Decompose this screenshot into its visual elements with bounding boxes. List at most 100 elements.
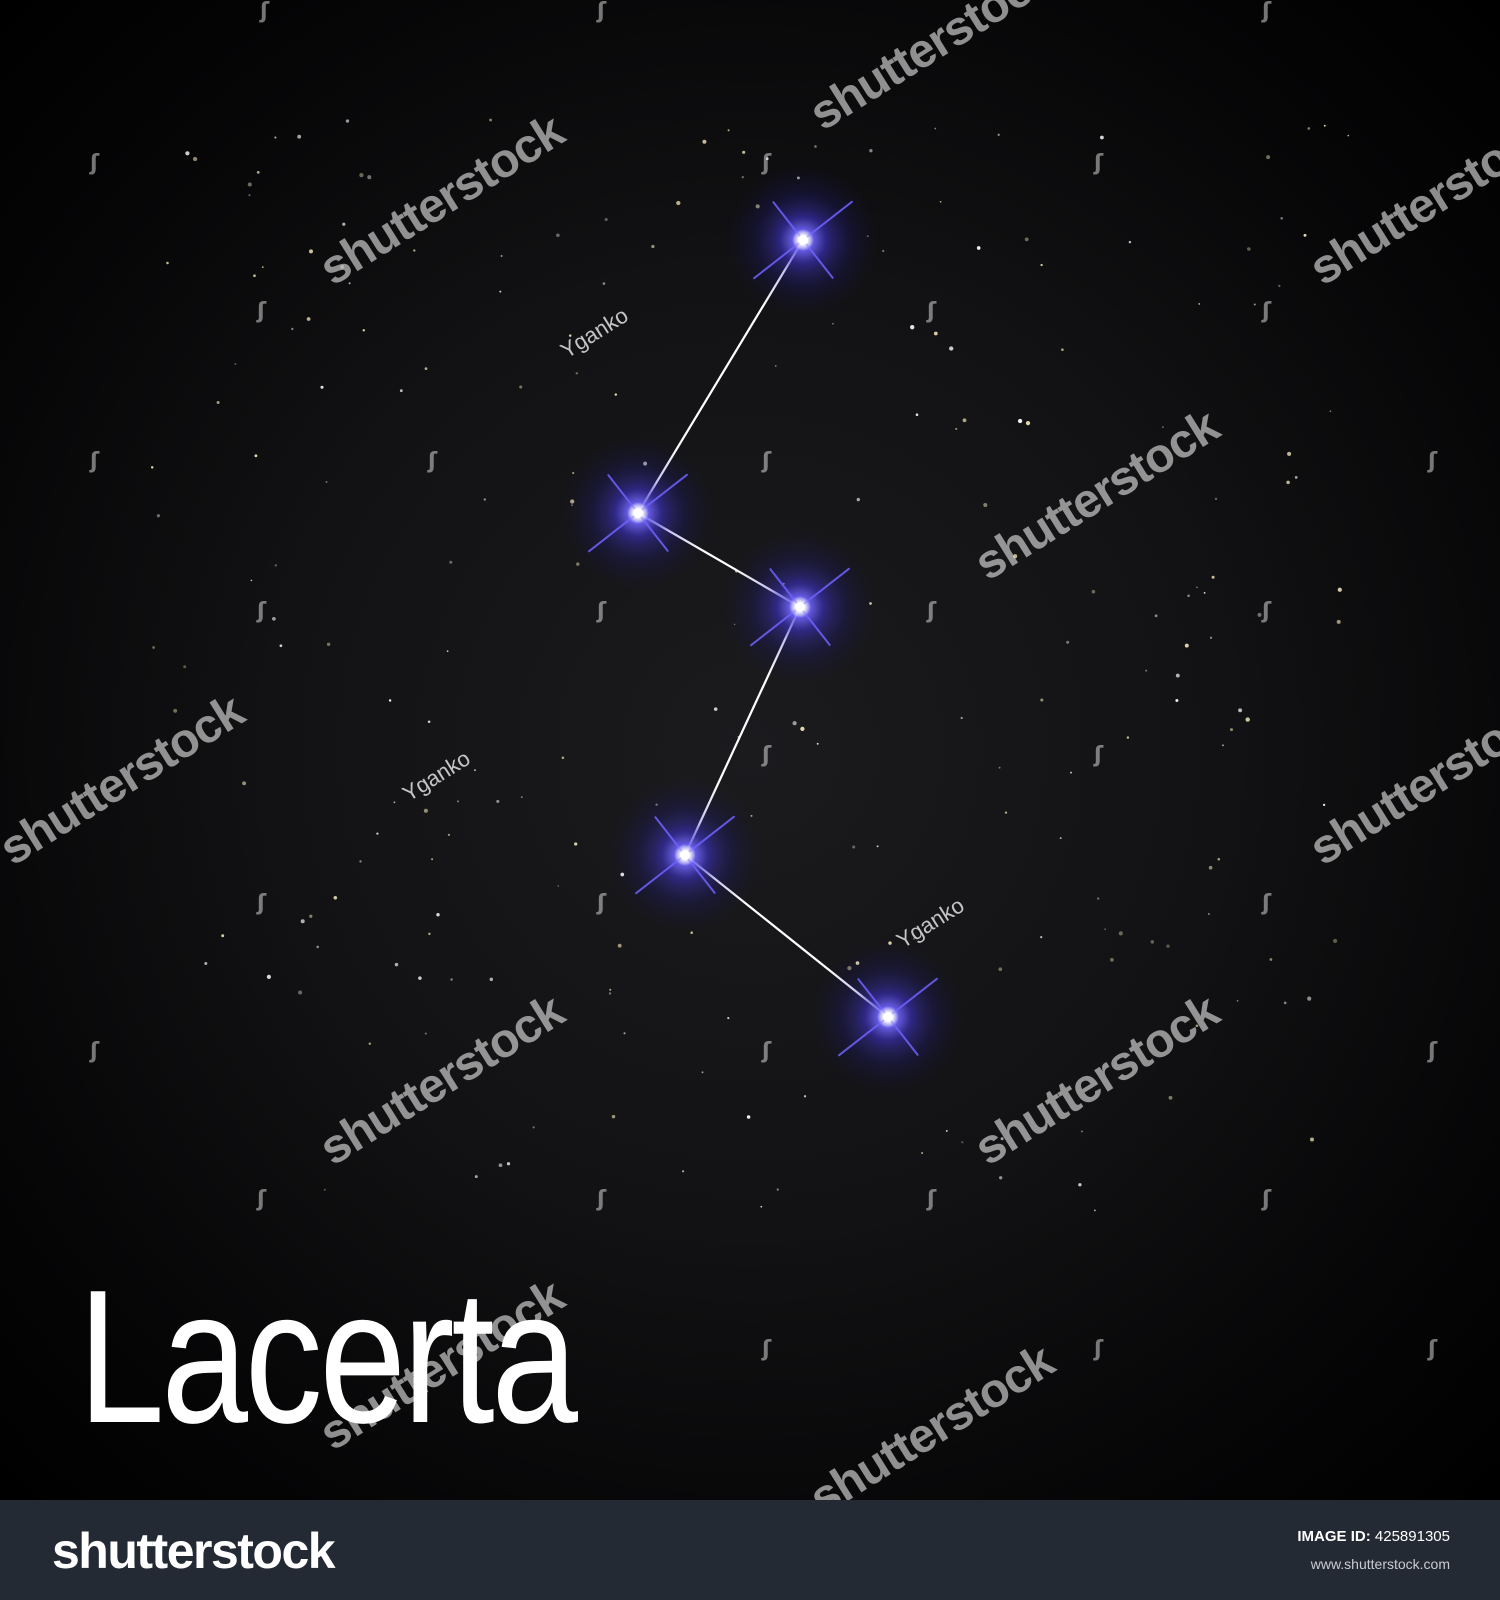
background-star [1286,480,1290,485]
background-star [1166,944,1170,948]
background-star [1294,475,1298,479]
background-star [998,766,1001,769]
background-star [1196,586,1198,589]
background-star [912,937,916,940]
watermark-glyph: ʃ [259,0,270,24]
background-star [1280,217,1283,220]
background-star [1066,640,1070,644]
background-star [556,233,560,237]
background-star [1266,155,1271,160]
constellation-star [810,939,966,1095]
background-star [393,801,396,804]
background-star [1278,284,1281,288]
watermark-glyph: ʃ [761,151,772,176]
background-star [856,497,860,502]
background-star [1097,897,1100,900]
background-star [792,721,797,726]
background-star [609,988,612,991]
watermark-glyph: ʃ [926,1187,937,1212]
background-star [1329,410,1332,413]
background-star [474,1175,478,1179]
background-star [803,1095,807,1098]
background-star [814,145,817,148]
background-star [955,427,958,430]
background-star [604,217,608,222]
watermark-glyph: ʃ [1093,743,1104,768]
background-star [1154,614,1158,618]
background-star [1080,1130,1083,1133]
background-star [1203,592,1206,594]
background-star [1040,263,1043,267]
background-star [1214,497,1218,501]
background-star [1283,1001,1287,1005]
footer-logo: shutterstock [52,1523,336,1579]
background-star [500,255,503,257]
background-star [519,385,523,389]
background-star [266,974,271,979]
background-star [816,742,819,745]
background-star [496,799,500,803]
background-star [623,1032,626,1035]
background-star [256,171,260,174]
background-star [242,781,247,786]
background-star [832,322,834,325]
watermark-glyph: ʃ [1427,449,1438,474]
background-star [450,978,453,981]
watermark-glyph: ʃ [1427,1337,1438,1362]
background-star [489,977,494,982]
watermark-glyph: ʃ [256,599,267,624]
background-star [1184,643,1189,648]
background-star [1040,935,1043,939]
background-star [1000,1137,1004,1141]
background-star [348,282,351,285]
watermark-glyph: ʃ [256,1187,267,1212]
watermark-glyph: ʃ [596,0,607,24]
background-star [1307,127,1311,130]
background-star [727,1017,730,1020]
background-star [1109,957,1114,962]
background-star [156,514,161,518]
background-star [506,1162,511,1166]
watermark-glyph: ʃ [256,299,267,324]
footer-url: www.shutterstock.com [1310,1556,1450,1572]
constellation-star [722,529,878,685]
background-star [557,885,560,887]
background-star [1322,803,1326,807]
background-star [800,726,805,732]
background-star [253,274,256,278]
background-star [997,133,1000,136]
background-star [298,990,303,995]
background-star [921,1152,924,1154]
background-star [367,175,372,180]
background-star [316,945,319,949]
background-star [150,466,154,469]
background-star [611,1114,616,1119]
watermark-glyph: ʃ [761,743,772,768]
background-star [499,290,502,293]
background-star [152,646,155,649]
background-star [427,720,431,724]
background-star [574,842,578,846]
background-star [602,282,606,285]
background-star [1017,418,1023,424]
background-star [1269,958,1273,961]
background-star [457,800,459,803]
background-star [1337,587,1342,592]
background-star [776,1188,779,1191]
background-star [1247,247,1251,251]
watermark-glyph: ʃ [1093,1337,1104,1362]
watermark-glyph: ʃ [761,449,772,474]
background-star [1337,843,1340,846]
background-star [1024,237,1029,242]
background-star [446,650,449,653]
background-star [418,976,422,980]
background-star [682,1170,685,1173]
background-star [869,149,873,153]
background-star [910,325,915,330]
background-star [413,249,416,252]
watermark-glyph: ʃ [596,891,607,916]
background-star [333,896,338,900]
background-star [1004,811,1008,814]
footer-bar: shutterstock IMAGE ID: 425891305 www.shu… [0,1500,1500,1600]
watermark-glyph: ʃ [1261,891,1272,916]
